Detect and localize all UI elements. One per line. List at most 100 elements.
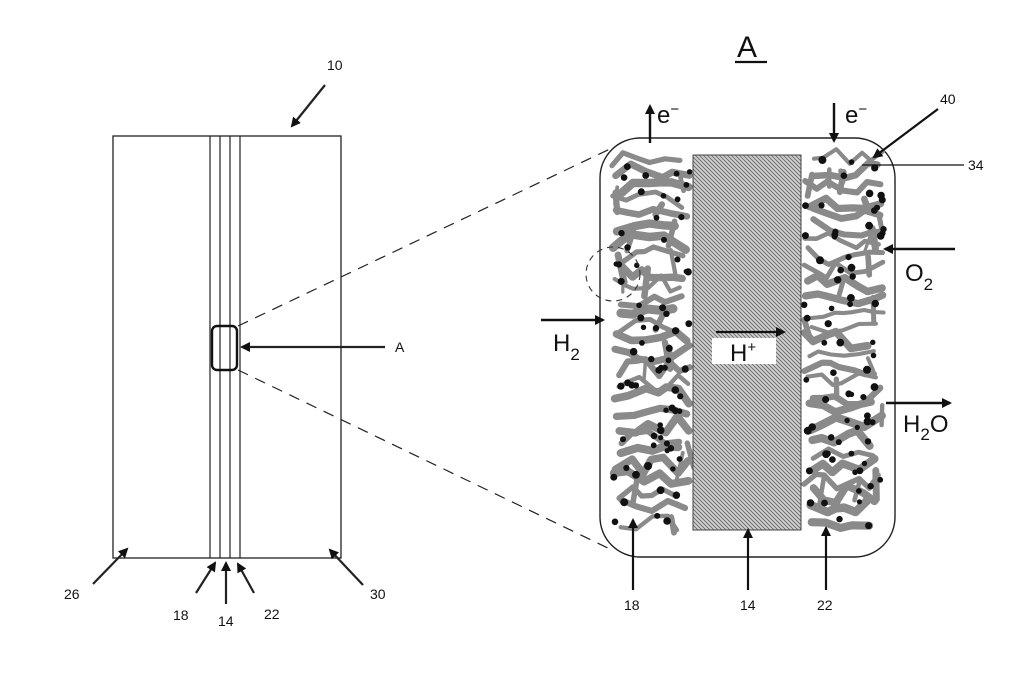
agglomerate-branch [641, 265, 652, 300]
agglomerate-strand [609, 467, 693, 488]
catalyst-particle [684, 268, 692, 276]
agglomerate-branch [879, 403, 885, 428]
catalyst-particle [818, 202, 825, 209]
agglomerate-strand [615, 316, 682, 337]
cathode-catalyst-layer [800, 147, 887, 532]
catalyst-particle [657, 422, 663, 428]
catalyst-particle [668, 404, 676, 412]
catalyst-particle [848, 159, 855, 165]
catalyst-particle [632, 470, 640, 479]
catalyst-particle [836, 515, 843, 523]
catalyst-particle [827, 434, 835, 441]
catalyst-particle [870, 352, 877, 359]
catalyst-particle [828, 305, 835, 312]
agglomerate-strand [808, 454, 879, 477]
catalyst-particle [637, 188, 645, 196]
leader-arrow-22 [237, 562, 255, 594]
catalyst-particle [665, 344, 673, 352]
catalyst-particle [803, 376, 810, 383]
agglomerate-branch [642, 357, 648, 382]
catalyst-particle [836, 338, 845, 347]
catalyst-particle [856, 499, 863, 505]
catalyst-particle [808, 423, 816, 431]
catalyst-particle [861, 460, 868, 467]
catalyst-particle [681, 365, 689, 373]
catalyst-particle [677, 393, 684, 400]
catalyst-particle [870, 339, 876, 345]
agglomerate-branch [865, 253, 873, 278]
catalyst-particle [871, 299, 879, 308]
hydrogen-label: H2 [553, 330, 580, 364]
catalyst-particle [670, 466, 676, 472]
leader-arrow-30 [328, 548, 364, 586]
catalyst-particle [671, 327, 680, 335]
catalyst-particle [623, 464, 630, 472]
catalyst-particle [629, 347, 638, 356]
catalyst-particle [623, 163, 631, 171]
catalyst-particle [624, 379, 631, 387]
catalyst-particle [663, 440, 670, 447]
catalyst-particle [870, 383, 879, 391]
catalyst-particle [864, 412, 871, 420]
agglomerate-branch [668, 248, 678, 279]
catalyst-particle [877, 476, 884, 483]
catalyst-particle [636, 302, 642, 309]
catalyst-particle [865, 522, 873, 530]
agglomerate-strand [616, 304, 678, 319]
catalyst-particle [634, 262, 640, 268]
catalyst-particle [844, 417, 850, 424]
agglomerate-strand [807, 349, 876, 359]
catalyst-particle [865, 189, 874, 198]
catalyst-particle [673, 170, 680, 177]
agglomerate-branch [629, 474, 641, 508]
catalyst-particle [816, 256, 824, 265]
ref-a: A [395, 339, 405, 355]
ref-18-detail: 18 [624, 597, 640, 613]
catalyst-particle [644, 462, 653, 470]
agglomerate-branch [816, 473, 827, 509]
agglomerate-branch [661, 339, 674, 372]
catalyst-particle [618, 229, 625, 237]
catalyst-particle [658, 435, 664, 441]
catalyst-particle [847, 263, 856, 272]
catalyst-particle [650, 442, 657, 449]
catalyst-particle [863, 365, 871, 374]
catalyst-particle [663, 310, 670, 317]
catalyst-particle [856, 488, 862, 494]
catalyst-particle [829, 456, 836, 463]
leader-arrow-26 [92, 547, 129, 585]
catalyst-particle [683, 182, 690, 188]
water-label: H2O [903, 411, 948, 444]
catalyst-particle [672, 491, 681, 499]
catalyst-particle [822, 396, 830, 403]
catalyst-particle [610, 473, 618, 481]
detail-region-box [210, 324, 239, 372]
agglomerate-branch [860, 195, 873, 216]
electron-out-label: e− [657, 101, 679, 129]
ref-22: 22 [264, 606, 280, 622]
agglomerate-strand [616, 178, 693, 198]
proton-transport: H+ [712, 327, 786, 367]
agglomerate-strand [612, 205, 691, 220]
catalyst-particle [847, 301, 853, 308]
ref-14-detail: 14 [740, 597, 756, 613]
catalyst-particle [848, 450, 855, 457]
catalyst-particle [863, 417, 872, 426]
catalyst-particle [657, 364, 665, 372]
agglomerate-branch [801, 316, 813, 342]
catalyst-particle [818, 156, 827, 164]
catalyst-particle [854, 424, 860, 430]
catalyst-particle [834, 276, 842, 284]
catalyst-particle [648, 355, 655, 363]
agglomerate-branch [872, 467, 880, 503]
agglomerate-strand [612, 219, 679, 236]
catalyst-particle [845, 390, 853, 398]
ref-26: 26 [64, 586, 80, 602]
agglomerate-strand [617, 293, 685, 310]
ref-14: 14 [218, 613, 234, 629]
zoom-line-top [237, 147, 613, 327]
agglomerate-branch [862, 232, 873, 254]
catalyst-particle [802, 202, 809, 210]
agglomerate-branch [677, 172, 686, 194]
catalyst-particle [880, 226, 887, 233]
